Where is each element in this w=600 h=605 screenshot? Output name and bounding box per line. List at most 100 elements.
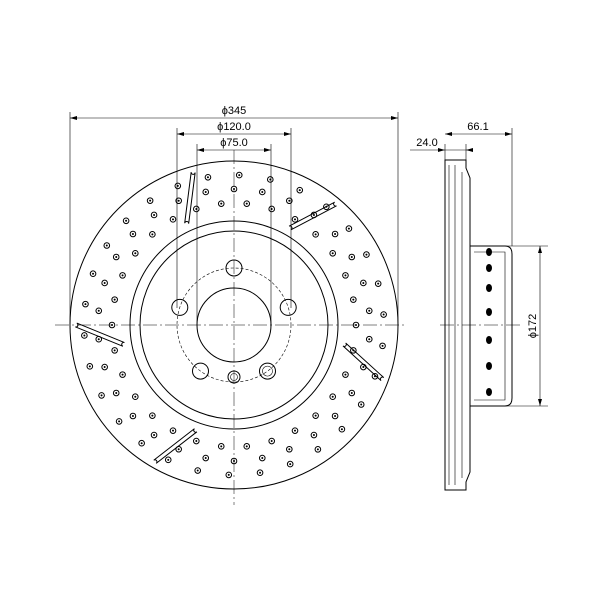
hat-bolt-hole <box>486 388 492 396</box>
drill-hole <box>371 373 379 380</box>
drill-hole-center <box>111 324 113 326</box>
drill-hole <box>380 311 387 318</box>
drill-hole <box>331 412 339 420</box>
hat-bolt-hole <box>486 264 492 272</box>
hat-bolt-holes <box>486 248 492 396</box>
hat-bolt-hole <box>486 336 492 344</box>
drill-hole-center <box>289 463 292 466</box>
drill-hole <box>101 363 108 371</box>
drill-hole-center <box>88 365 91 368</box>
drill-hole-center <box>312 213 315 216</box>
drill-hole-center <box>377 282 380 285</box>
drill-hole-center <box>115 392 118 394</box>
drill-hole-center <box>331 252 334 255</box>
bolt-hole <box>259 362 277 380</box>
drill-hole <box>108 321 116 329</box>
thickness-arrows <box>438 148 473 152</box>
drill-hole <box>101 279 108 287</box>
drill-hole-center <box>340 428 343 431</box>
drill-hole <box>192 205 200 213</box>
slot <box>342 342 385 381</box>
drill-hole <box>112 253 120 261</box>
drill-hole-center <box>131 232 134 235</box>
drill-hole <box>357 401 365 408</box>
drill-hole-center <box>350 392 353 394</box>
drill-hole-center <box>312 434 315 437</box>
drill-hole <box>119 272 126 279</box>
bolt-hole <box>225 259 243 277</box>
drill-hole <box>360 279 367 287</box>
drill-hole <box>363 251 370 258</box>
drill-hole <box>115 418 123 425</box>
drill-hole-center <box>298 189 301 192</box>
drill-hole <box>169 427 177 434</box>
drill-hole-center <box>350 256 353 258</box>
drill-hole <box>164 456 172 464</box>
drill-hole <box>329 393 337 401</box>
drill-hole <box>243 443 251 450</box>
drill-hole <box>350 347 357 354</box>
drill-hole <box>365 307 373 315</box>
drill-hole-center <box>314 414 317 417</box>
drill-hole-center <box>176 184 179 187</box>
side-view: 24.0 66.1 ϕ172 <box>410 121 548 491</box>
drill-hole-center <box>167 458 170 461</box>
drill-hole-center <box>105 244 108 247</box>
drill-hole-center <box>113 349 116 352</box>
bolt-hole <box>279 298 297 316</box>
drill-hole-center <box>134 395 137 398</box>
drill-hole-center <box>172 429 174 432</box>
drill-hole <box>379 342 386 350</box>
bolt-hole <box>191 362 209 380</box>
drill-hole-center <box>294 429 296 432</box>
drill-hole-center <box>83 334 86 337</box>
bolt-holes <box>171 259 297 384</box>
drill-hole <box>310 211 318 219</box>
drill-hole <box>98 392 105 399</box>
drill-hole <box>296 186 304 194</box>
drill-hole <box>202 454 210 462</box>
drill-hole <box>314 446 322 453</box>
drill-hole <box>217 443 225 450</box>
drill-hole <box>258 454 266 462</box>
slot <box>75 322 125 347</box>
drill-hole-center <box>204 190 207 193</box>
center-bore-label: ϕ75.0 <box>220 137 248 149</box>
drill-hole <box>225 471 233 479</box>
drill-hole <box>331 230 339 238</box>
hat-outer-edge <box>139 230 329 420</box>
friction-ring-inner-edge <box>129 220 339 430</box>
drill-hole-center <box>121 274 124 277</box>
drill-hole-center <box>365 253 368 256</box>
drill-hole-center <box>149 199 152 202</box>
drill-hole-center <box>334 232 337 235</box>
thickness-label: 24.0 <box>416 137 437 149</box>
drill-hole-center <box>362 366 365 369</box>
drill-hole-center <box>373 375 376 378</box>
drill-hole <box>286 197 293 205</box>
total-height-label: 66.1 <box>467 121 488 133</box>
drill-hole-center <box>382 313 385 316</box>
drill-hole <box>310 431 318 439</box>
drill-hole-center <box>261 457 264 460</box>
drill-hole <box>312 412 319 419</box>
drill-hole <box>174 182 182 190</box>
drill-hole-center <box>352 349 355 352</box>
drill-hole <box>95 307 103 315</box>
drill-hole <box>111 296 118 303</box>
drill-hole <box>119 371 126 378</box>
drill-hole <box>312 231 319 238</box>
drill-hole-center <box>294 218 296 221</box>
drill-hole-center <box>331 395 334 398</box>
drill-hole-center <box>360 403 363 406</box>
drill-hole <box>348 389 356 397</box>
drill-hole <box>103 242 111 249</box>
drill-hole <box>175 445 182 453</box>
drill-hole <box>348 253 356 261</box>
drill-hole-center <box>238 174 241 177</box>
drill-hole <box>268 437 276 445</box>
drill-hole <box>323 203 330 211</box>
drill-hole-center <box>325 205 328 208</box>
drill-hole-center <box>233 460 235 462</box>
